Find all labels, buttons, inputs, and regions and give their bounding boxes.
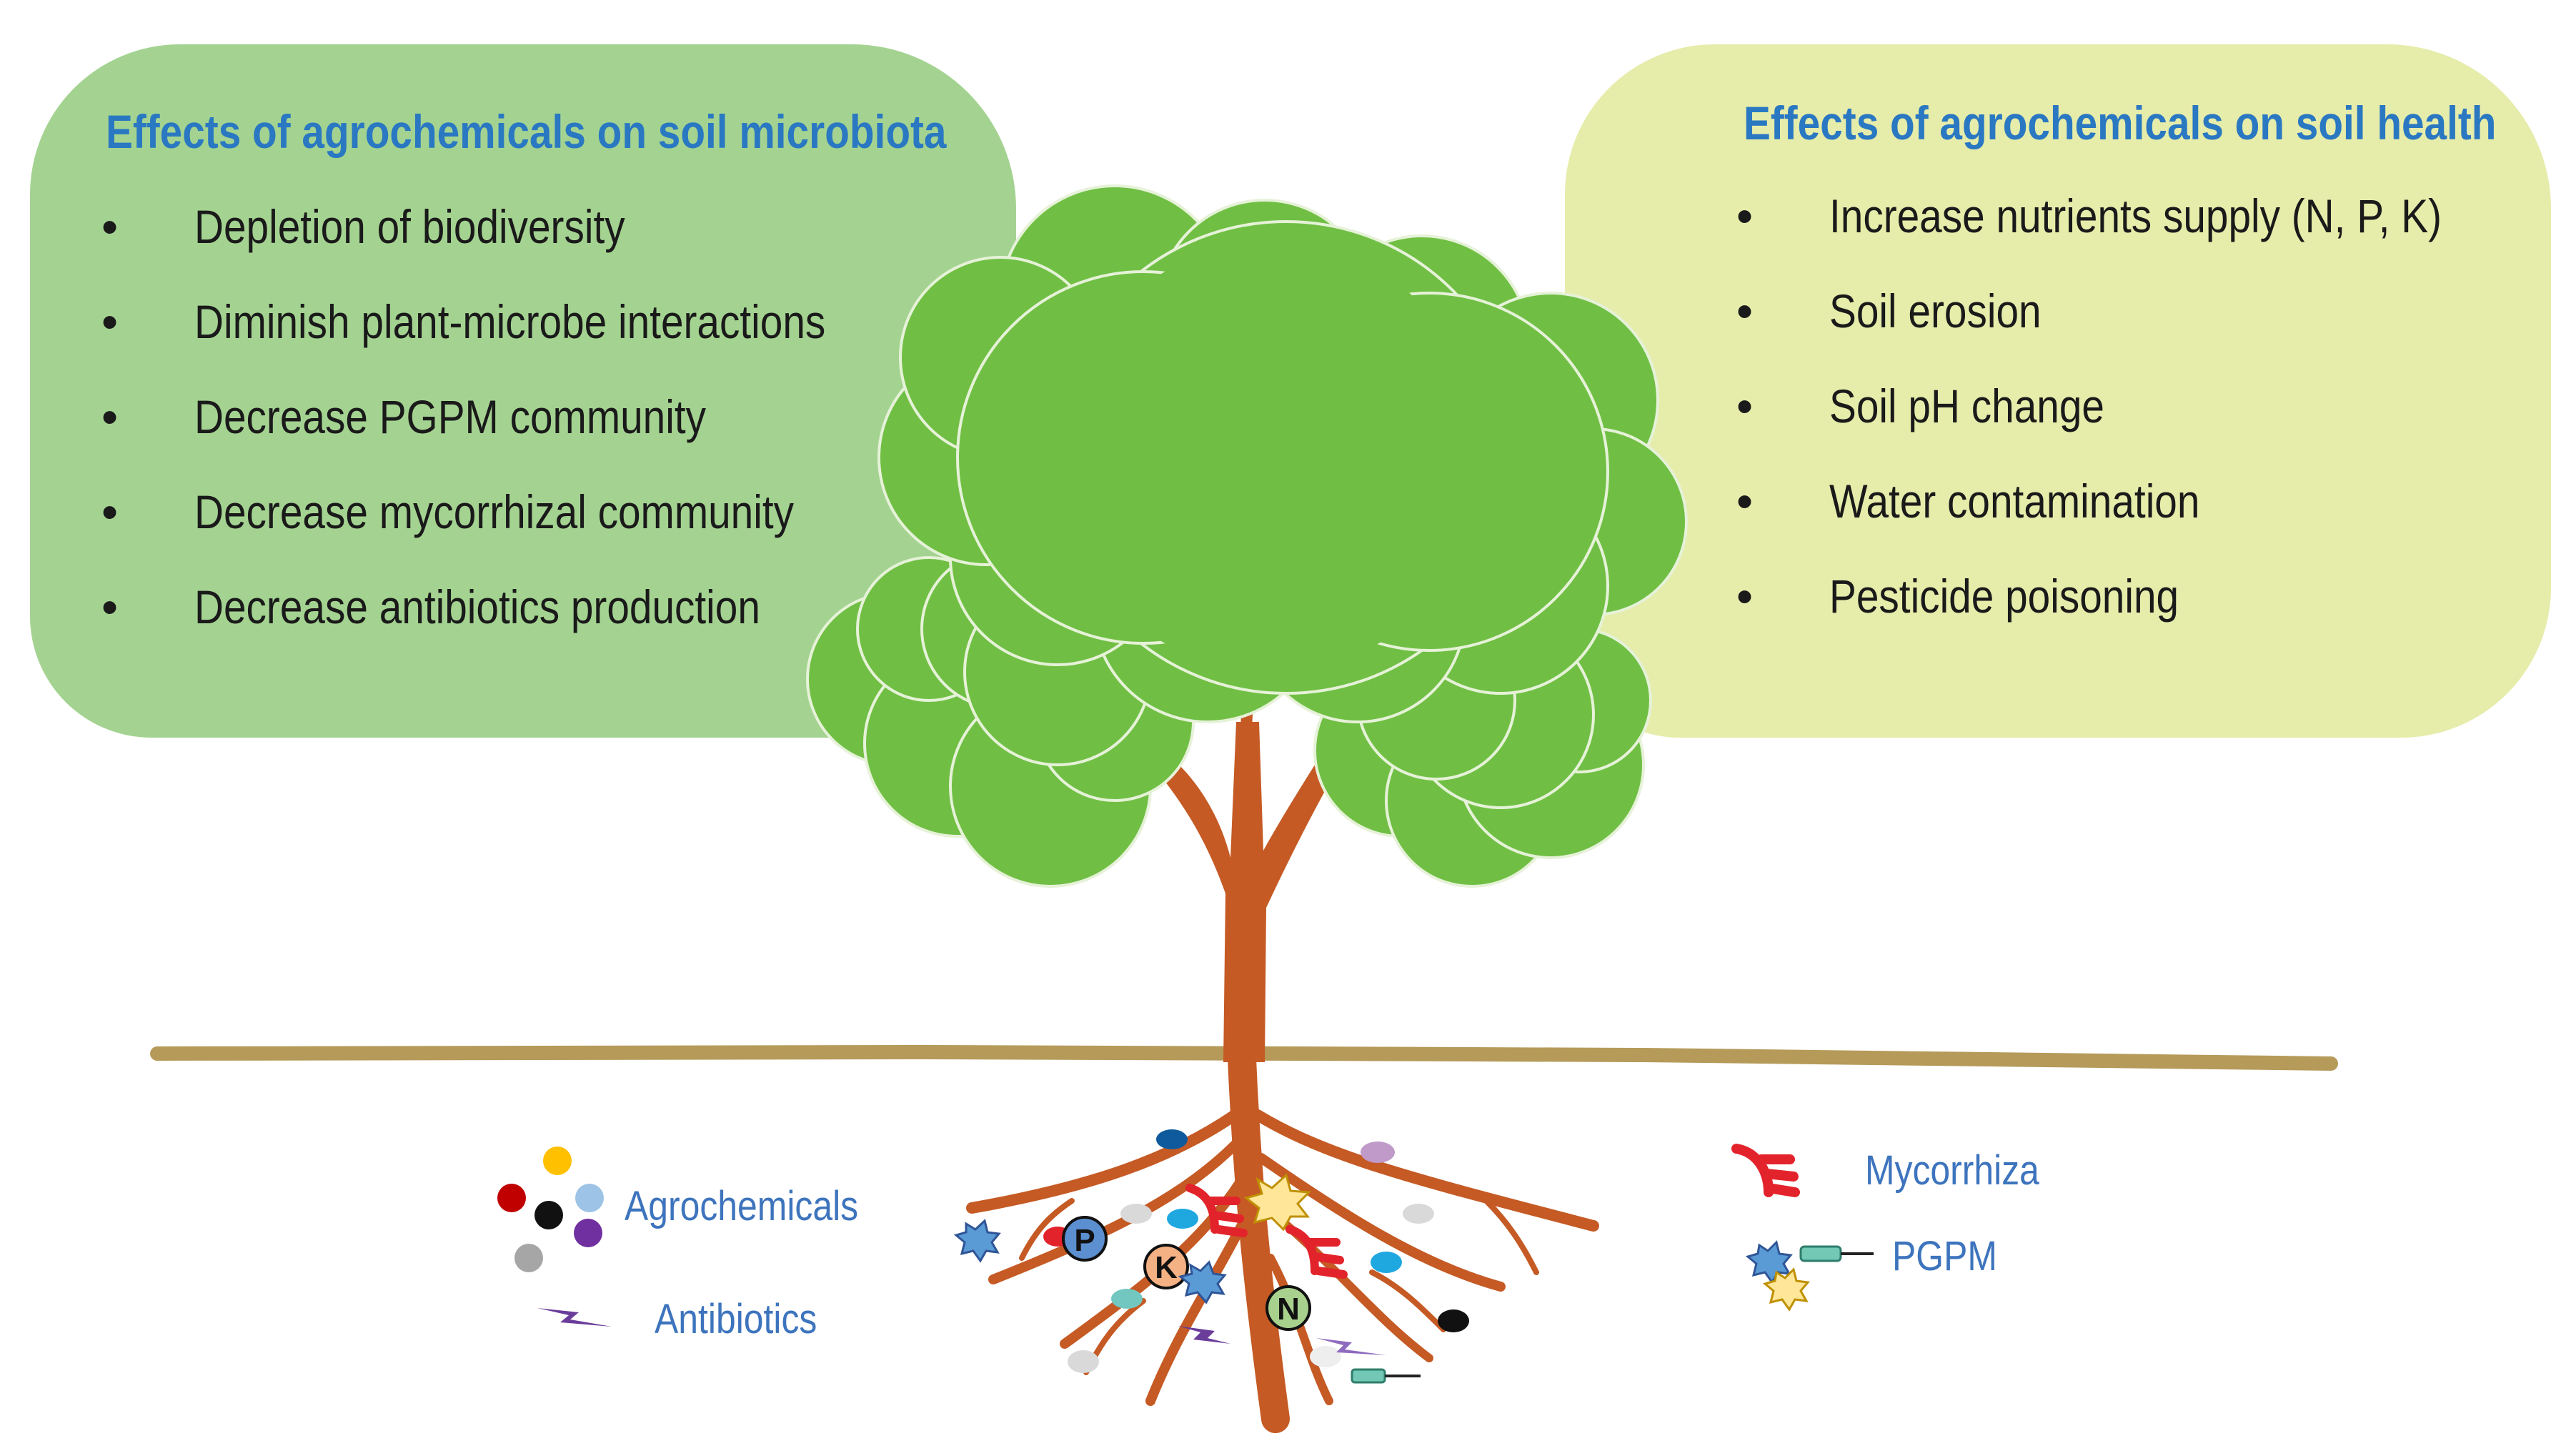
nutrient-k-label: K: [1155, 1250, 1178, 1285]
list-item-text: Decrease antibiotics production: [194, 580, 760, 633]
bullet-icon: •: [101, 580, 119, 633]
list-item-text: Decrease PGPM community: [194, 390, 707, 443]
bullet-icon: •: [1736, 189, 1754, 242]
pgpm-icon: [1243, 1173, 1312, 1232]
soil-particles: [1043, 1129, 1469, 1373]
microbiota-effects-panel: Effects of agrochemicals on soil microbi…: [30, 44, 1016, 738]
bullet-icon: •: [1736, 570, 1754, 623]
agrochemicals-legend-label: Agrochemicals: [625, 1183, 859, 1229]
nutrient-n-marker: N: [1265, 1285, 1311, 1331]
list-item-text: Diminish plant-microbe interactions: [194, 295, 826, 348]
pgpm-legend-label: PGPM: [1892, 1233, 1997, 1279]
agrochemical-particle: [1310, 1346, 1341, 1367]
antibiotics-legend-icon: [537, 1308, 612, 1327]
soil-health-effects-title: Effects of agrochemicals on soil health: [1744, 96, 2497, 149]
soil-health-effects-panel: Effects of agrochemicals on soil health …: [1565, 44, 2551, 738]
antibiotic-icon: [1178, 1326, 1230, 1344]
list-item-text: Increase nutrients supply (N, P, K): [1829, 189, 2442, 242]
mycorrhiza-icon: [1285, 1225, 1348, 1279]
agrochemical-particle: [1167, 1209, 1198, 1229]
agrochemical-particle: [1111, 1289, 1143, 1309]
list-item-text: Soil pH change: [1829, 380, 2104, 432]
microbiota-effects-title: Effects of agrochemicals on soil microbi…: [106, 105, 947, 158]
list-item-text: Water contamination: [1829, 475, 2200, 528]
mycorrhiza-legend-label: Mycorrhiza: [1865, 1147, 2039, 1194]
list-item-text: Depletion of biodiversity: [194, 200, 625, 253]
agrochemical-particle: [1156, 1129, 1188, 1149]
agrochemical-particle: [1371, 1252, 1402, 1273]
list-item-text: Soil erosion: [1829, 284, 2042, 337]
bullet-icon: •: [101, 485, 119, 538]
pgpm-legend-icon: [1745, 1240, 1874, 1312]
mycorrhiza-icon: [1185, 1184, 1248, 1237]
agrochemical-particle: [1361, 1142, 1395, 1163]
antibiotics-legend-label: Antibiotics: [655, 1296, 817, 1342]
list-item-text: Pesticide poisoning: [1829, 570, 2179, 623]
list-item-text: Decrease mycorrhizal community: [194, 485, 795, 538]
bullet-icon: •: [101, 295, 119, 348]
agrochemical-particle: [1120, 1204, 1152, 1224]
agrochemicals-legend-icon: [497, 1147, 604, 1272]
bullet-icon: •: [1736, 475, 1754, 528]
agrochemical-particle: [1438, 1309, 1469, 1332]
bullet-icon: •: [1736, 380, 1754, 432]
nutrient-p-label: P: [1074, 1223, 1095, 1258]
bullet-icon: •: [101, 200, 119, 253]
pgpm-icon: [953, 1219, 1001, 1263]
antibiotic-icon: [1316, 1338, 1386, 1355]
bullet-icon: •: [1736, 284, 1754, 337]
ground-line: [150, 1044, 2338, 1071]
nutrient-n-label: N: [1277, 1292, 1300, 1327]
agrochemical-particle: [1068, 1350, 1099, 1373]
agrochemical-particle: [1403, 1204, 1434, 1224]
mycorrhiza-legend-icon: [1731, 1144, 1800, 1197]
pgpm-icon: [1351, 1368, 1421, 1384]
nutrient-p-marker: P: [1062, 1216, 1108, 1262]
pgpm-icon: [1178, 1260, 1227, 1304]
canopy-fill: [972, 243, 1586, 672]
bullet-icon: •: [101, 390, 119, 443]
nutrient-k-marker: K: [1143, 1244, 1189, 1289]
